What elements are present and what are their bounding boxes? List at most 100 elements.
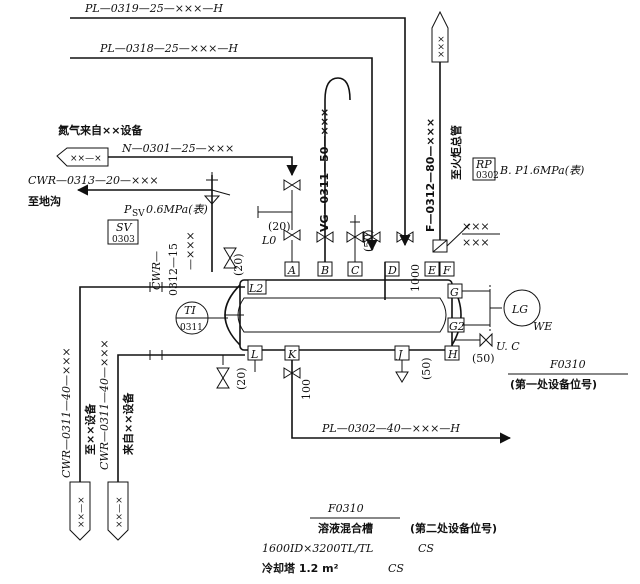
instrument-rp: [472, 157, 496, 181]
valve-d2: [396, 231, 414, 243]
lo-label: L0: [261, 234, 276, 247]
size-50b: (50): [472, 352, 495, 365]
svg-text:G: G: [450, 286, 459, 299]
line-pl0302: 100 PL—0302—40—×××—H: [283, 360, 512, 444]
sv-bottom: 0303: [112, 235, 135, 245]
cwr0312-c: —×××: [184, 231, 197, 270]
to-drain-label: 至地沟: [28, 194, 61, 208]
tag-xx1: ××—×: [70, 154, 102, 164]
nozzle-l2: [247, 279, 267, 295]
nitrogen-supply: 氮气来自××设备 ××—× N—0301—25—××× (20) L0: [56, 123, 301, 262]
position-1-label: (第一处设备位号): [510, 377, 597, 391]
line-vg0311: VG—0311—50—×××: [318, 77, 351, 262]
nozzle-f: [439, 261, 455, 277]
level-gauge: LG WE: [462, 285, 552, 333]
line-cwr0312: CWR— 0312—15 —××× (20): [150, 231, 245, 296]
psv-sub-label: SV: [132, 209, 145, 219]
valve-b: [316, 231, 334, 243]
valve-d: [363, 231, 381, 243]
dim-1000: 1000: [409, 264, 422, 292]
valve-k: [283, 367, 301, 379]
svg-text:D: D: [387, 264, 397, 277]
nitrogen-from-label: 氮气来自××设备: [58, 123, 143, 137]
svg-text:A: A: [287, 264, 296, 277]
cwr0311-lines: CWR—0311—40—××× CWR—0311—40—××× 至××设备 来自…: [60, 282, 245, 541]
position-no-2: F0310: [327, 502, 364, 515]
svg-text:G2: G2: [449, 320, 465, 333]
size-50a: (50): [362, 229, 375, 252]
psv-label: P: [123, 203, 132, 216]
instrument-ti: TI 0311: [175, 301, 228, 335]
line-pl0318-label: PL—0318—25—×××—H: [99, 42, 238, 55]
rp-bottom: 0302: [476, 171, 499, 181]
valve-a: [283, 229, 301, 241]
equipment-title-block: F0310 溶液混合槽 (第二处设备位号) 1600ID×3200TL/TL C…: [262, 502, 497, 575]
svg-text:J: J: [396, 348, 403, 361]
svg-text:L2: L2: [248, 282, 263, 295]
line-cwr0313: CWR—0313—20—××× 至地沟 P SV 0.6MPa(表) SV 03…: [28, 172, 231, 272]
dim-100: 100: [300, 379, 313, 400]
svg-text:B: B: [320, 264, 329, 277]
valve-c: [346, 231, 364, 243]
psv-valve: [203, 195, 221, 205]
tag-xx3: ××—×: [77, 496, 87, 528]
position-no-1: F0310: [549, 358, 586, 371]
cwr0312-a: CWR—: [150, 251, 163, 290]
to-flare-label: 至火炬总管: [449, 125, 463, 180]
valve-h: [479, 332, 493, 348]
line-cwr0311b-label: CWR—0311—40—×××: [98, 339, 111, 470]
nozzle-a: [284, 261, 300, 277]
nozzle-h: [444, 345, 460, 361]
cwr0312-b: 0312—15: [167, 243, 180, 296]
equipment-position-1: F0310 (第一处设备位号): [508, 358, 628, 391]
line-vg0311-label: VG—0311—50—×××: [318, 108, 331, 232]
vessel-material-2: CS: [388, 562, 404, 575]
nozzle-e: [424, 261, 440, 277]
size-20c: (20): [235, 367, 248, 390]
lg-label: LG: [511, 303, 528, 316]
size-20a: (20): [268, 220, 291, 233]
svg-text:K: K: [287, 348, 297, 361]
vessel-name: 溶液混合槽: [318, 521, 373, 535]
rp-top: RP: [475, 158, 492, 171]
line-pl0319: PL—0319—25—×××—H: [70, 2, 411, 247]
line-pl0302-label: PL—0302—40—×××—H: [321, 422, 460, 435]
vessel-cooling: 冷却塔 1.2 m²: [262, 561, 339, 575]
from-equipment-label: 来自××设备: [121, 392, 135, 456]
svg-text:H: H: [447, 348, 458, 361]
line-pl0318: PL—0318—25—×××—H: [70, 42, 378, 252]
position-2-label: (第二处设备位号): [410, 521, 497, 535]
xxx2: ×××: [462, 236, 490, 249]
uc-label: U. C: [496, 340, 520, 353]
svg-text:F: F: [442, 264, 451, 277]
xxx1: ×××: [462, 220, 490, 233]
offpage-connector-cwr-in: [107, 481, 129, 541]
offpage-connector-flare: [431, 10, 449, 63]
to-equipment-label: 至××设备: [83, 403, 97, 455]
instrument-sv: [107, 219, 139, 245]
sv-top: SV: [116, 221, 133, 234]
line-n0301-label: N—0301—25—×××: [121, 142, 234, 155]
line-f0312: ××× F—0312—80—××× 至火炬总管 RP 0302 B. P1.6M…: [424, 10, 584, 253]
size-50c: (50): [420, 357, 433, 380]
top-valves: (50) 1000: [316, 215, 422, 300]
vessel-material: CS: [418, 542, 434, 555]
offpage-connector-cwr-out: [69, 481, 91, 541]
valve-n2: [283, 179, 301, 191]
tag-xx4: ××—×: [115, 496, 125, 528]
bottom-drains: U. C (50) (50) (20): [216, 332, 520, 390]
line-f0312-label: F—0312—80—×××: [424, 118, 437, 232]
bp-label: B. P1.6MPa(表): [499, 164, 584, 177]
svg-text:C: C: [351, 264, 360, 277]
line-pl0319-label: PL—0319—25—×××—H: [84, 2, 223, 15]
vessel-spec: 1600ID×3200TL/TL: [262, 542, 373, 555]
ti-top: TI: [184, 304, 196, 317]
svg-text:L: L: [250, 348, 258, 361]
line-cwr0313-label: CWR—0313—20—×××: [28, 174, 159, 187]
line-cwr0311a-label: CWR—0311—40—×××: [60, 347, 73, 478]
size-20b: (20): [232, 253, 245, 276]
ti-bottom: 0311: [180, 323, 203, 333]
we-label: WE: [533, 320, 552, 333]
